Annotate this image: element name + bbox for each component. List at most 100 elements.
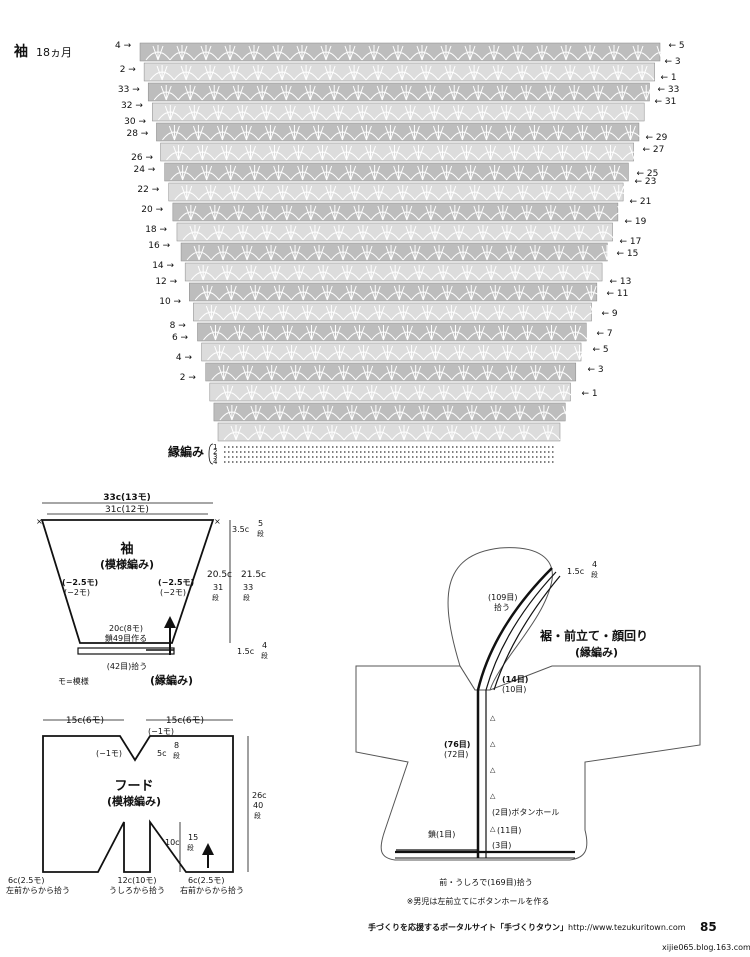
sleeve-top-inner: 31c(12モ): [105, 505, 149, 515]
row-number: 8 →: [170, 321, 187, 331]
hood-dim-5: 5c: [157, 749, 167, 758]
chart-band: [193, 302, 608, 322]
hood-bottom-mid: 12c(10モ): [118, 876, 157, 885]
row-number: ← 21: [630, 197, 652, 207]
chart-band: [139, 42, 675, 62]
hood-title: フード: [114, 779, 153, 794]
footer-url: http://www.tezukuritown.com: [568, 923, 686, 932]
row-number: ← 29: [646, 133, 668, 143]
chart-band: [147, 82, 659, 102]
svg-text:△: △: [490, 740, 496, 748]
hood-pattern: (模様編み): [107, 794, 161, 808]
body-note: ※男児は左前立てにボタンホールを作る: [407, 896, 550, 906]
border-row-3: 3: [213, 453, 217, 461]
row-number: 14 →: [152, 261, 174, 271]
hood-bottom-left-note: 左前からから拾う: [6, 885, 70, 895]
hood-bottom-right-note: 右前からから拾う: [180, 885, 244, 895]
row-number: 26 →: [131, 153, 153, 163]
hood-notch-left: (−1モ): [96, 749, 122, 758]
sleeve-top-outer: 33c(13モ): [103, 493, 151, 503]
svg-text:△: △: [490, 714, 496, 722]
row-number: 4 →: [176, 353, 193, 363]
row-number: 4 →: [115, 41, 132, 51]
body-title: 裾・前立て・顔回り: [540, 628, 648, 643]
body-dim-15c: 1.5c: [567, 567, 584, 576]
hood-dan-1: 段: [173, 751, 180, 760]
sleeve-dan-2: 段: [212, 593, 219, 602]
border-row-1: 1: [213, 443, 217, 451]
watermark: xijie065.blog.163.com: [662, 943, 750, 952]
chart-band: [184, 262, 603, 282]
row-number: ← 5: [669, 41, 685, 51]
row-number: 10 →: [159, 297, 181, 307]
row-number: 28 →: [126, 129, 148, 139]
row-number: 18 →: [145, 225, 167, 235]
row-number: ← 33: [658, 85, 680, 95]
row-number: ← 7: [597, 329, 613, 339]
sleeve-dim-35: 3.5c: [232, 525, 249, 534]
sleeve-pattern: (模様編み): [100, 557, 154, 571]
chart-band: [152, 102, 645, 122]
hood-top-right: 15c(6モ): [166, 716, 204, 726]
chart-band: [201, 342, 592, 362]
hood-dim-10: 10c: [165, 838, 180, 847]
row-number: ← 17: [620, 237, 642, 247]
sleeve-rows-5: 5: [258, 519, 263, 528]
row-number: ← 19: [625, 217, 647, 227]
page-footer: 手づくりを応援するポータルサイト「手づくりタウン」 http://www.tez…: [368, 920, 750, 952]
svg-text:×: ×: [214, 517, 221, 526]
row-number: ← 27: [643, 145, 665, 155]
body-border-diagram: △ △ △ △ △ 1.5c 4 段 (109目) 拾う 裾・前立て・顔回り (…: [355, 547, 701, 906]
body-chain-1: 鎖(1目): [428, 829, 455, 839]
row-number: ← 25: [637, 169, 659, 179]
body-pick-label: 拾う: [494, 602, 510, 612]
border-row-4: 4: [213, 458, 218, 466]
body-stitch-72: (72目): [444, 750, 468, 759]
row-number: 2 →: [120, 65, 137, 75]
row-number: ← 3: [588, 365, 604, 375]
body-buttonhole: (2目)ボタンホール: [492, 808, 559, 817]
chart-size: 18ヵ月: [36, 46, 72, 59]
row-number: ← 5: [593, 345, 609, 355]
border-row-2: 2: [213, 448, 217, 456]
chart-band: [205, 362, 577, 382]
sleeve-dim-15: 1.5c: [237, 647, 254, 656]
body-bottom-pick: 前・うしろで(169目)拾う: [439, 877, 533, 887]
row-number: 6 →: [172, 333, 189, 343]
chart-title: 袖: [14, 43, 28, 60]
chart-band: [172, 202, 636, 222]
sleeve-border: (縁編み): [150, 673, 193, 687]
chart-band: [213, 402, 581, 422]
sleeve-dim-215: 21.5c: [241, 570, 266, 580]
hood-shape: [42, 735, 234, 873]
sleeve-schematic: × × 33c(13モ) 31c(12モ) 袖 (模様編み) (−2.5モ) (…: [36, 493, 268, 687]
sleeve-legend: モ=模様: [58, 676, 89, 686]
sleeve-chain: 鎖49目作る: [105, 633, 147, 643]
sleeve-rows-33: 33: [243, 583, 253, 592]
hood-rows-15: 15: [188, 833, 198, 842]
chart-band: [189, 282, 604, 302]
row-number: 2 →: [180, 373, 197, 383]
hood-top-left: 15c(6モ): [66, 716, 104, 726]
chart-band: [143, 62, 655, 82]
body-stitch-11: (11目): [497, 826, 521, 835]
sleeve-dec-right-1: (−2.5モ): [158, 578, 194, 587]
footer-text: 手づくりを応援するポータルサイト「手づくりタウン」: [368, 922, 568, 932]
chart-band: [209, 382, 577, 402]
row-number: ← 3: [665, 57, 681, 67]
svg-text:△: △: [490, 825, 496, 833]
sleeve-dim-205: 20.5c: [207, 570, 232, 580]
row-number: 33 →: [118, 85, 140, 95]
sleeve-dec-left-2: (−2モ): [64, 588, 90, 597]
body-rows-4: 4: [592, 560, 597, 569]
chart-band: [176, 222, 616, 242]
body-stitch-14: (14目): [502, 675, 528, 684]
body-stitch-76: (76目): [444, 740, 470, 749]
hood-rows-8: 8: [174, 741, 179, 750]
sleeve-border-band: [77, 647, 175, 655]
sleeve-bottom-width: 20c(8モ): [109, 624, 143, 633]
row-number: ← 9: [602, 309, 618, 319]
chart-band: [168, 182, 632, 202]
